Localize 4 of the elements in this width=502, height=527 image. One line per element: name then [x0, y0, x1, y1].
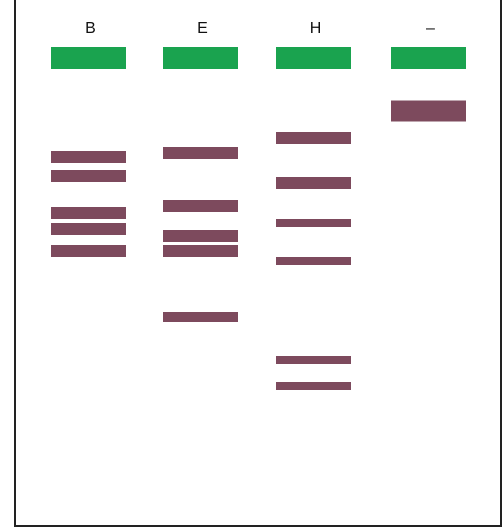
lane-label: H — [308, 20, 322, 38]
lane-label: E — [196, 20, 209, 38]
lane-label: B — [84, 20, 97, 38]
lane-label: – — [425, 20, 436, 38]
